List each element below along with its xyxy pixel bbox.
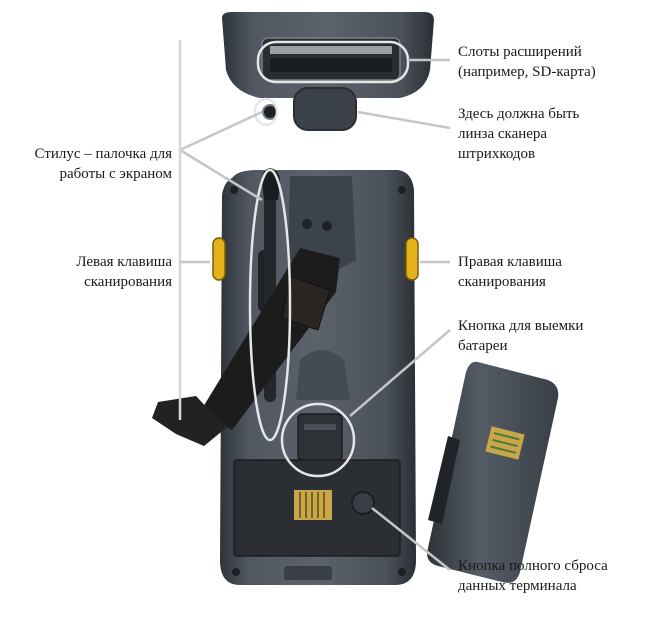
sd-card-slot-inner [270, 46, 392, 54]
label-right-scan-key: Правая клавиша сканирования [458, 252, 562, 292]
screw [302, 219, 312, 229]
leader-battery-release [349, 329, 451, 417]
stylus-highlight [248, 168, 292, 442]
label-line: Стилус – палочка для [34, 146, 172, 162]
strap-anchor-plate [288, 176, 356, 270]
label-line: (например, SD-карта) [458, 64, 596, 80]
label-line: батареи [458, 338, 508, 354]
sd-slot-highlight [256, 40, 410, 84]
label-line: Правая клавиша [458, 254, 562, 270]
screw [398, 568, 406, 576]
label-stylus: Стилус – палочка для работы с экраном [35, 144, 172, 184]
leader-reset [371, 507, 451, 571]
label-expansion-slots: Слоты расширений (например, SD-карта) [458, 42, 596, 82]
screw [322, 221, 332, 231]
sd-card-slot-opening [270, 58, 392, 72]
reset-button [351, 491, 375, 515]
label-line: сканирования [84, 274, 172, 290]
battery-release-highlight [280, 402, 356, 478]
leader-lines [178, 40, 451, 571]
label-left-scan-key: Левая клавиша сканирования [76, 252, 172, 292]
screw [232, 568, 240, 576]
battery-release-button [297, 413, 343, 461]
label-line: Здесь должна быть [458, 106, 580, 122]
strap-leather-patch [281, 275, 331, 331]
leader-stylus-top [179, 110, 263, 152]
label-line: данных терминала [458, 578, 577, 594]
device-back-view [152, 168, 419, 585]
label-line: Кнопка полного сброса [458, 558, 608, 574]
battery [427, 361, 559, 583]
battery-side-rail [428, 436, 460, 524]
device-top-view [222, 12, 434, 131]
battery-release-recess [296, 350, 350, 400]
battery-terminal-strips [490, 432, 520, 454]
label-line: сканирования [458, 274, 546, 290]
contact-strips [299, 492, 325, 518]
battery-body [427, 361, 559, 583]
leader-stylus [179, 148, 263, 202]
label-line: работы с экраном [59, 166, 173, 182]
label-line: линза сканера [458, 126, 548, 142]
label-line: Кнопка для выемки [458, 318, 584, 334]
label-scanner-lens: Здесь должна быть линза сканера штрихкод… [458, 104, 579, 164]
left-scan-key [212, 237, 226, 281]
leader-scanner-lens [357, 110, 451, 130]
label-line: штрихкодов [458, 146, 536, 162]
screw [398, 186, 406, 194]
screw [230, 186, 238, 194]
label-line: Слоты расширений [458, 44, 582, 60]
stylus-top-highlight [253, 97, 279, 127]
release-button-ridge [304, 424, 336, 430]
bottom-latch [284, 566, 332, 580]
label-line: Левая клавиша [76, 254, 172, 270]
label-battery-release: Кнопка для выемки батареи [458, 316, 583, 356]
strap-end-tab [152, 396, 226, 446]
right-scan-key [405, 237, 419, 281]
label-full-reset: Кнопка полного сброса данных терминала [458, 556, 608, 596]
highlight-marks [248, 40, 410, 478]
scanner-window [293, 87, 357, 131]
